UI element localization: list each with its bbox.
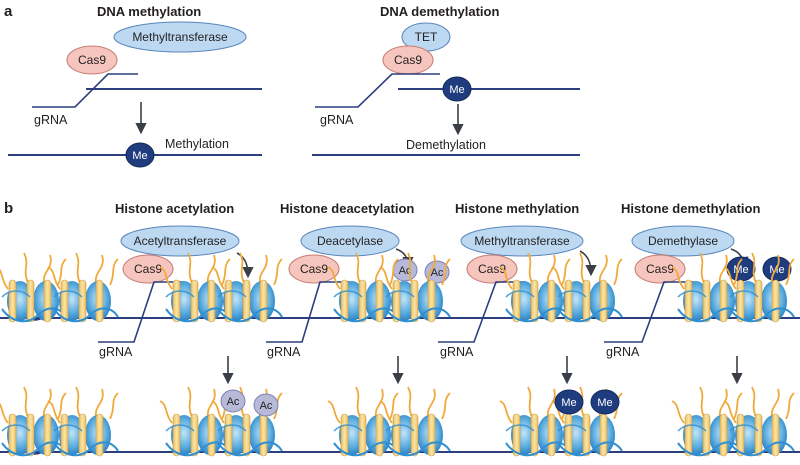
modification-arrow bbox=[579, 250, 597, 277]
methyl-mark bbox=[554, 389, 584, 415]
acetyl-mark-label: Ac bbox=[227, 396, 240, 408]
enzyme bbox=[300, 225, 400, 257]
grna-label: gRNA bbox=[440, 345, 474, 359]
column-title: Histone deacetylation bbox=[280, 201, 414, 216]
grna-strand bbox=[266, 281, 350, 343]
cas9-label: Cas9 bbox=[478, 262, 506, 276]
nucleosome-pair bbox=[0, 387, 138, 456]
grna-strand bbox=[32, 73, 138, 108]
enzyme bbox=[460, 225, 584, 257]
acetyl-mark-label: Ac bbox=[431, 267, 444, 279]
grna-strand bbox=[315, 73, 440, 108]
acetyl-mark bbox=[253, 393, 279, 417]
acetyl-mark bbox=[220, 389, 246, 413]
methyl-mark-label: Me bbox=[561, 397, 576, 409]
grna-label: gRNA bbox=[606, 345, 640, 359]
cas9-protein bbox=[66, 45, 118, 75]
histone-methylation-column: Histone methylation Methyltransferase Ca… bbox=[438, 201, 642, 456]
cas9-protein bbox=[122, 254, 174, 284]
histone-deacetylation-column: Histone deacetylation Deacetylase Cas9 g… bbox=[266, 201, 470, 456]
enzyme-label: Acetyltransferase bbox=[134, 234, 227, 248]
grna-strand bbox=[438, 281, 526, 343]
cas9-label: Cas9 bbox=[300, 262, 328, 276]
grna-strand bbox=[98, 281, 183, 343]
cas9-label: Cas9 bbox=[394, 53, 422, 67]
dna-demethylation-title: DNA demethylation bbox=[380, 4, 499, 19]
panel-b-label: b bbox=[4, 200, 13, 217]
dna-demethylation-panel: DNA demethylation TET Cas9 gRNA Me Demet… bbox=[312, 4, 580, 156]
tet-label: TET bbox=[415, 30, 438, 44]
methyl-mark bbox=[442, 76, 472, 102]
cas9-label: Cas9 bbox=[646, 262, 674, 276]
enzyme-label: Demethylase bbox=[648, 234, 718, 248]
methylation-outcome-label: Methylation bbox=[165, 137, 229, 151]
dna-methylation-panel: DNA methylation Methyltransferase Cas9 g… bbox=[8, 4, 262, 168]
methyl-mark-label: Me bbox=[449, 84, 464, 96]
enzyme-label: Deacetylase bbox=[317, 234, 383, 248]
nucleosome-pair bbox=[0, 253, 138, 322]
panel-a-label: a bbox=[4, 3, 13, 20]
cas9-label: Cas9 bbox=[134, 262, 162, 276]
grna-label: gRNA bbox=[99, 345, 133, 359]
methyltransferase-enzyme bbox=[113, 21, 247, 53]
methyl-mark bbox=[590, 389, 620, 415]
acetyl-mark bbox=[424, 260, 450, 284]
column-title: Histone methylation bbox=[455, 201, 579, 216]
enzyme bbox=[631, 225, 735, 257]
cas9-label: Cas9 bbox=[78, 53, 106, 67]
nucleosome-pair bbox=[300, 387, 470, 456]
modification-arrow bbox=[236, 252, 254, 279]
nucleosome-pair bbox=[132, 387, 302, 456]
grna-label: gRNA bbox=[267, 345, 301, 359]
column-title: Histone demethylation bbox=[621, 201, 760, 216]
enzyme-label: Methyltransferase bbox=[474, 234, 570, 248]
acetyl-mark-label: Ac bbox=[399, 265, 412, 277]
methyl-mark bbox=[125, 142, 155, 168]
grna-strand bbox=[604, 281, 694, 343]
nucleosome-pair bbox=[644, 387, 800, 456]
cas9-protein bbox=[634, 254, 686, 284]
methyl-mark-label: Me bbox=[597, 397, 612, 409]
histone-demethylation-column: Histone demethylation Demethylase Cas9 g… bbox=[604, 201, 800, 456]
column-title: Histone acetylation bbox=[115, 201, 234, 216]
histone-acetylation-column: Histone acetylation Acetyltransferase Ca… bbox=[98, 201, 302, 456]
demethylation-outcome-label: Demethylation bbox=[406, 138, 486, 152]
dna-methylation-title: DNA methylation bbox=[97, 4, 201, 19]
cas9-protein bbox=[466, 254, 518, 284]
grna-label: gRNA bbox=[320, 113, 354, 127]
grna-label: gRNA bbox=[34, 113, 68, 127]
methyl-mark-label: Me bbox=[733, 264, 748, 276]
methyltransferase-label: Methyltransferase bbox=[132, 30, 228, 44]
enzyme bbox=[120, 225, 240, 257]
methyl-mark-label: Me bbox=[132, 150, 147, 162]
acetyl-mark-label: Ac bbox=[260, 400, 273, 412]
cas9-protein bbox=[288, 254, 340, 284]
